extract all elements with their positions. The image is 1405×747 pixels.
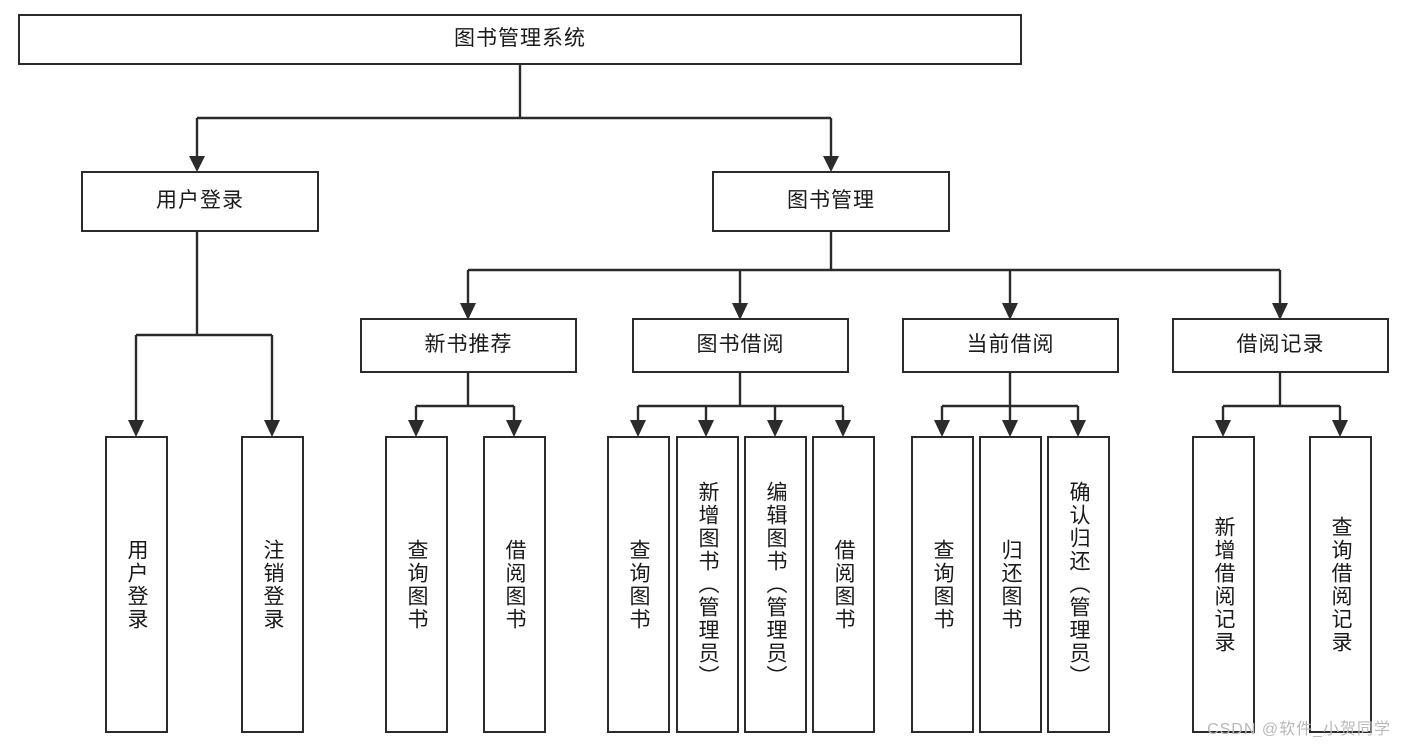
leaf-borrow-add-book[interactable]: 新增图书（管理员）: [676, 436, 739, 733]
leaf-current-query-book[interactable]: 查询图书: [911, 436, 974, 733]
leaf-records-add[interactable]: 新增借阅记录: [1192, 436, 1255, 733]
leaf-records-query[interactable]: 查询借阅记录: [1309, 436, 1372, 733]
leaf-current-confirm-return-label: 确认归还（管理员）: [1067, 481, 1091, 688]
leaf-borrow-add-book-label: 新增图书（管理员）: [696, 481, 720, 688]
node-book-borrow-label: 图书借阅: [696, 333, 785, 357]
node-user-login[interactable]: 用户登录: [81, 171, 319, 232]
leaf-user-logout-label: 注销登录: [261, 538, 285, 631]
node-book-borrow[interactable]: 图书借阅: [632, 318, 849, 373]
leaf-new-book-borrow[interactable]: 借阅图书: [483, 436, 546, 733]
leaf-records-query-label: 查询借阅记录: [1329, 515, 1353, 654]
leaf-new-book-borrow-label: 借阅图书: [503, 538, 527, 631]
node-current-borrow[interactable]: 当前借阅: [902, 318, 1119, 373]
node-borrow-records[interactable]: 借阅记录: [1172, 318, 1389, 373]
node-book-management-label: 图书管理: [787, 189, 875, 213]
node-root-label: 图书管理系统: [454, 27, 586, 51]
leaf-new-book-query[interactable]: 查询图书: [385, 436, 448, 733]
node-borrow-records-label: 借阅记录: [1236, 333, 1325, 357]
leaf-user-logout[interactable]: 注销登录: [241, 436, 304, 733]
node-root[interactable]: 图书管理系统: [18, 14, 1022, 65]
leaf-records-add-label: 新增借阅记录: [1212, 515, 1236, 654]
leaf-new-book-query-label: 查询图书: [405, 538, 429, 631]
node-book-management[interactable]: 图书管理: [712, 171, 950, 232]
leaf-borrow-edit-book-label: 编辑图书（管理员）: [764, 481, 788, 688]
leaf-current-confirm-return[interactable]: 确认归还（管理员）: [1047, 436, 1110, 733]
leaf-borrow-edit-book[interactable]: 编辑图书（管理员）: [744, 436, 807, 733]
leaf-current-return-book-label: 归还图书: [999, 538, 1023, 631]
node-new-book-recommend-label: 新书推荐: [424, 333, 513, 357]
watermark: CSDN @软件_小贺同学: [1207, 721, 1391, 738]
leaf-borrow-query-book[interactable]: 查询图书: [607, 436, 670, 733]
leaf-current-query-book-label: 查询图书: [931, 538, 955, 631]
leaf-user-login-label: 用户登录: [125, 538, 149, 631]
leaf-borrow-borrow-book[interactable]: 借阅图书: [812, 436, 875, 733]
node-user-login-label: 用户登录: [156, 189, 244, 213]
leaf-borrow-borrow-book-label: 借阅图书: [832, 538, 856, 631]
node-new-book-recommend[interactable]: 新书推荐: [360, 318, 577, 373]
leaf-current-return-book[interactable]: 归还图书: [979, 436, 1042, 733]
node-current-borrow-label: 当前借阅: [966, 333, 1055, 357]
leaf-user-login[interactable]: 用户登录: [105, 436, 168, 733]
leaf-borrow-query-book-label: 查询图书: [627, 538, 651, 631]
